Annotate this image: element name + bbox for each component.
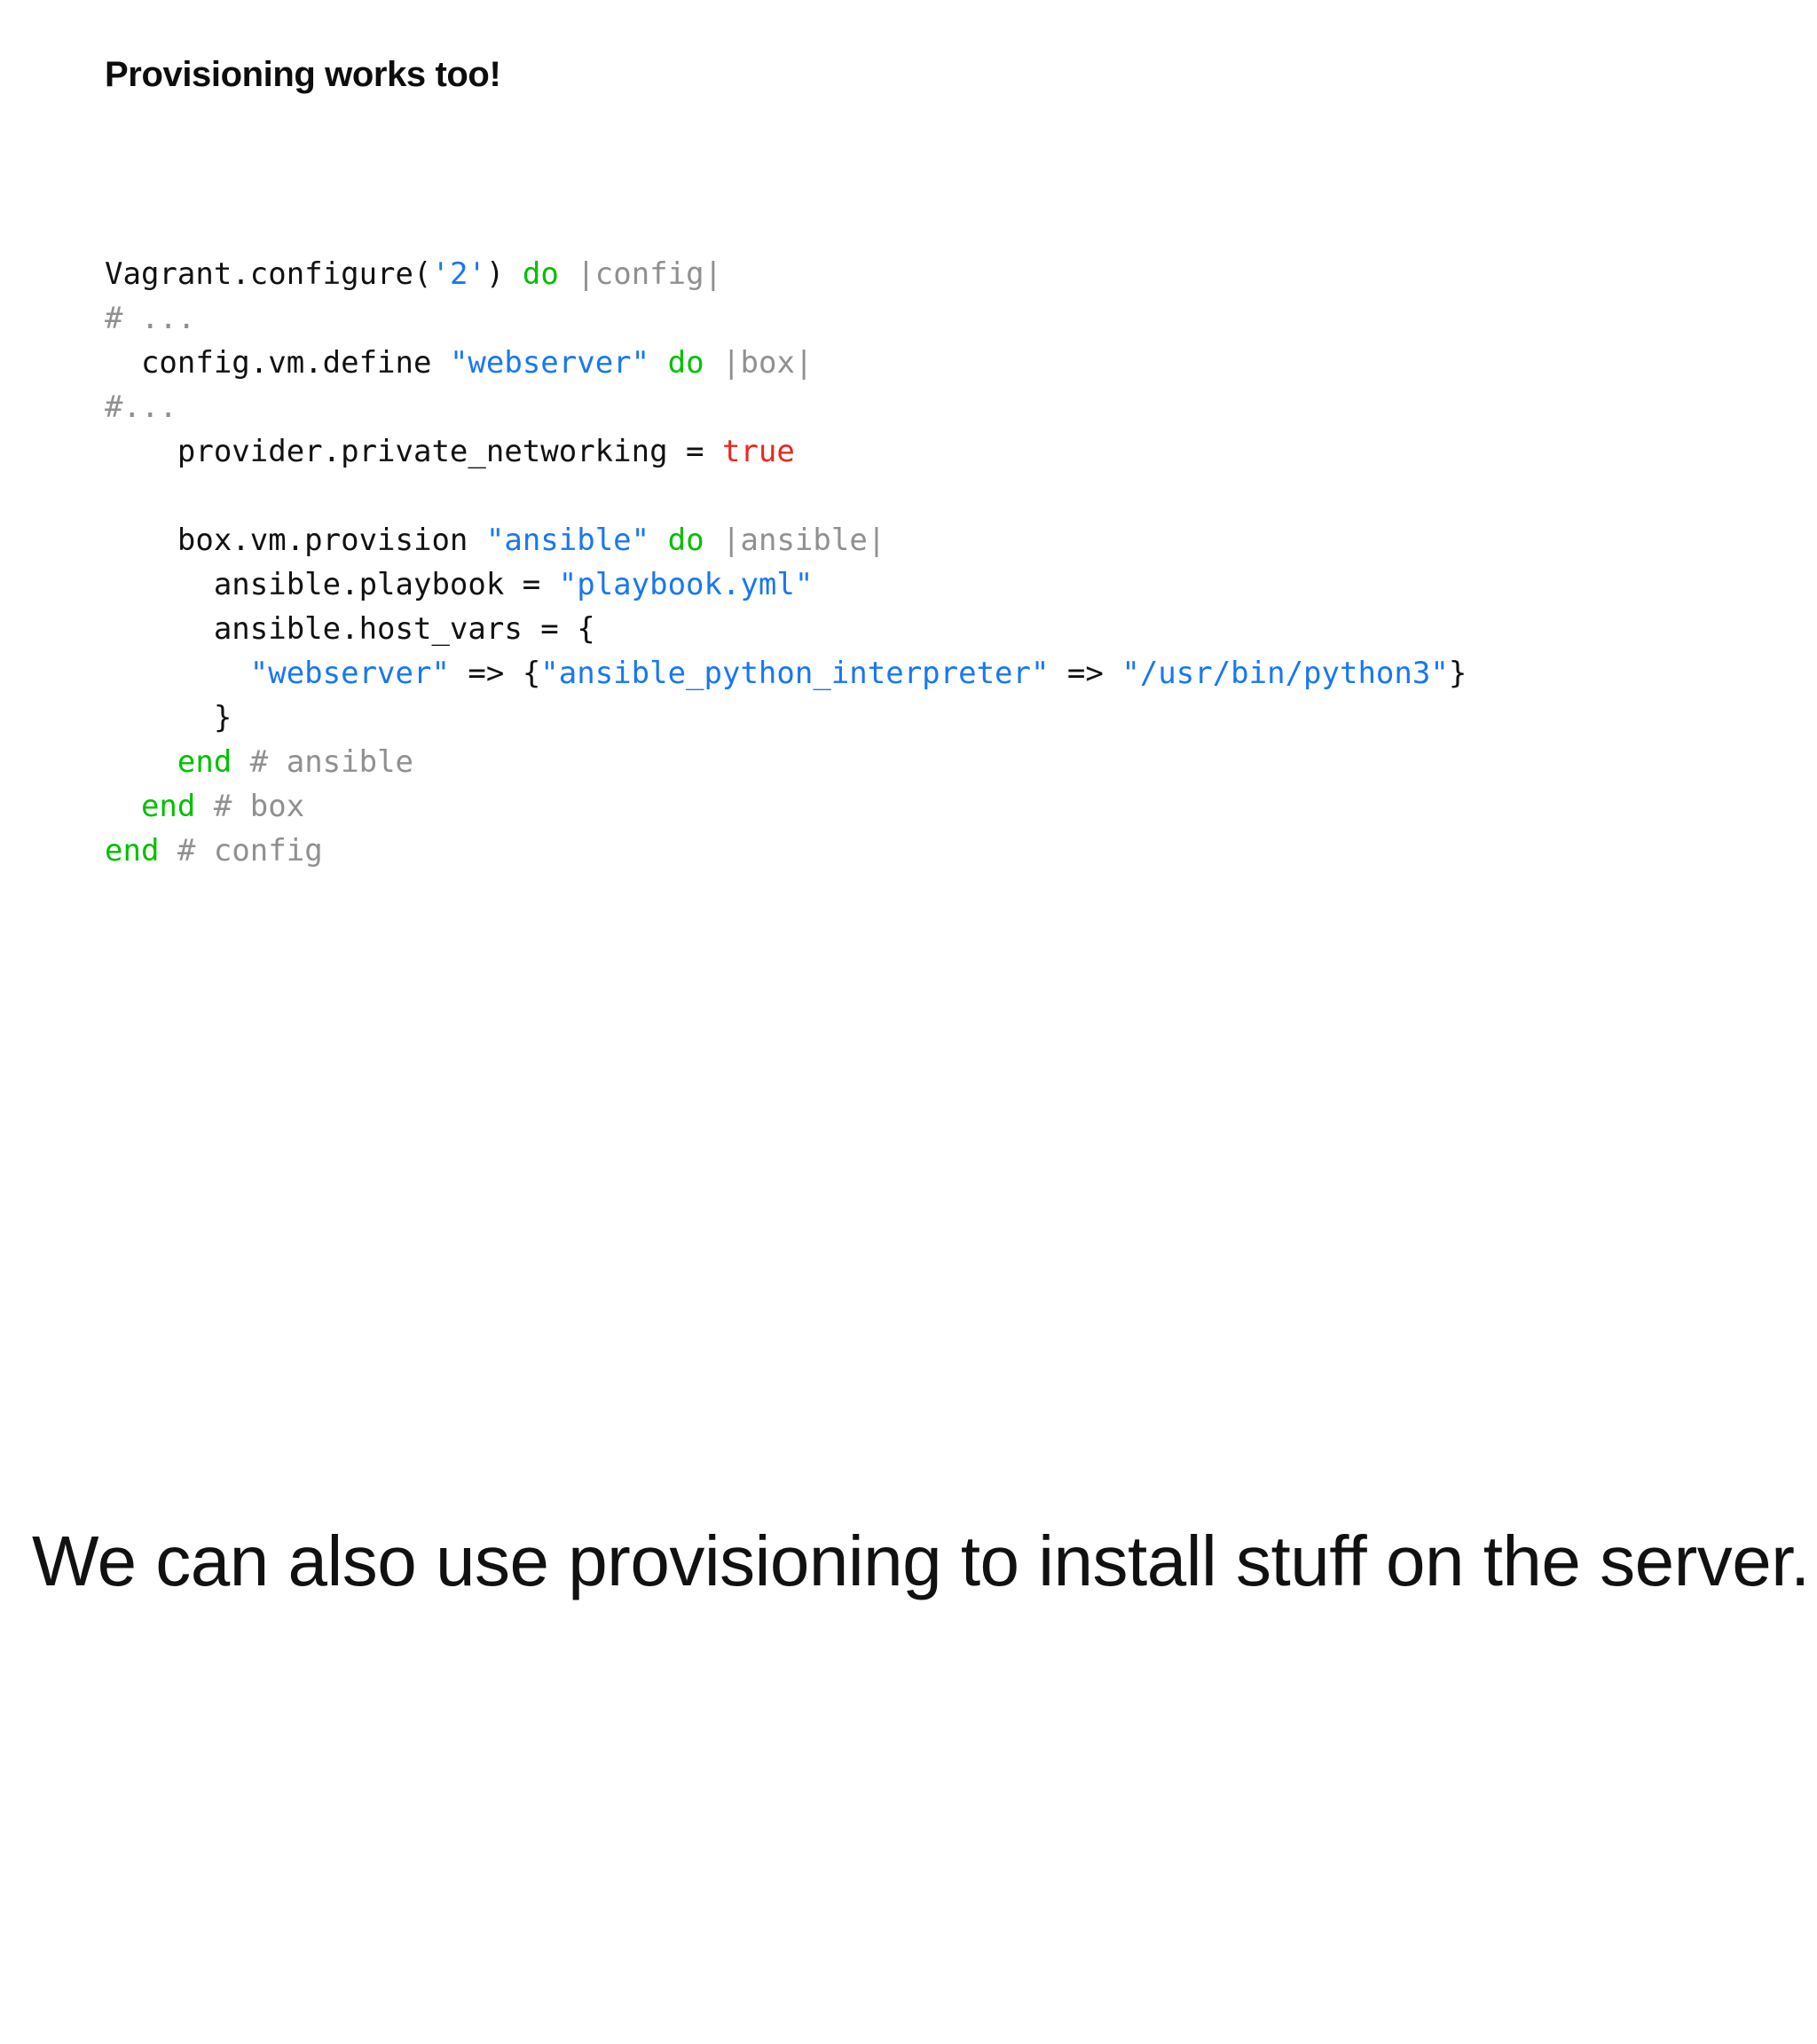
code-token-plain: ansible.host_vars = {: [105, 611, 595, 647]
code-token-string: "webserver": [249, 656, 450, 691]
code-token-plain: }: [1448, 656, 1467, 691]
code-token-block_variable: |ansible|: [722, 523, 886, 558]
code-token-plain: [105, 656, 250, 691]
code-token-plain: => {: [449, 656, 541, 691]
code-token-comment: # box: [213, 789, 305, 824]
code-token-plain: Vagrant.configure(: [105, 256, 432, 292]
code-token-plain: [195, 789, 213, 824]
code-token-plain: [704, 523, 722, 558]
code-token-plain: ): [485, 256, 523, 292]
code-token-plain: [649, 345, 667, 381]
code-line: # ...: [105, 296, 1773, 341]
code-block: Vagrant.configure('2') do |config| # ...…: [105, 252, 1773, 873]
code-line: ansible.host_vars = {: [105, 607, 1773, 651]
slide-caption: We can also use provisioning to install …: [32, 1521, 1810, 1600]
code-token-plain: [704, 345, 722, 381]
code-line: ansible.playbook = "playbook.yml": [105, 562, 1773, 607]
code-token-keyword: do: [522, 256, 559, 292]
code-token-plain: ansible.playbook =: [105, 567, 559, 602]
code-token-string: "ansible": [485, 523, 650, 558]
code-token-constant: true: [721, 434, 795, 469]
code-token-plain: [105, 789, 141, 824]
code-token-comment: # ...: [105, 301, 196, 336]
code-token-plain: config.vm.define: [105, 345, 450, 381]
code-token-block_variable: |box|: [722, 345, 814, 381]
code-line: [105, 474, 1773, 518]
code-token-string: '2': [431, 256, 486, 292]
code-line: }: [105, 696, 1773, 740]
code-token-comment: # config: [177, 833, 323, 869]
code-token-plain: }: [105, 700, 232, 735]
code-token-string: "webserver": [449, 345, 650, 381]
code-token-keyword: end: [140, 789, 196, 824]
code-token-plain: [559, 256, 577, 292]
code-line: end # config: [105, 829, 1773, 873]
code-token-string: "/usr/bin/python3": [1121, 656, 1449, 691]
code-token-keyword: do: [667, 523, 704, 558]
code-line: "webserver" => {"ansible_python_interpre…: [105, 651, 1773, 696]
code-token-keyword: end: [177, 744, 232, 780]
code-line: box.vm.provision "ansible" do |ansible|: [105, 518, 1773, 562]
code-line: provider.private_networking = true: [105, 429, 1773, 474]
code-token-comment: #...: [105, 389, 177, 425]
code-line: Vagrant.configure('2') do |config|: [105, 252, 1773, 296]
code-line: end # box: [105, 784, 1773, 829]
code-token-keyword: end: [105, 833, 160, 869]
code-token-string: "ansible_python_interpreter": [540, 656, 1050, 691]
code-token-plain: box.vm.provision: [105, 523, 486, 558]
code-token-plain: =>: [1049, 656, 1122, 691]
code-token-comment: # ansible: [249, 744, 414, 780]
code-token-keyword: do: [667, 345, 704, 381]
code-token-plain: [105, 744, 177, 780]
page-title: Provisioning works too!: [105, 55, 501, 94]
code-token-plain: [159, 833, 177, 869]
code-line: config.vm.define "webserver" do |box|: [105, 341, 1773, 385]
code-token-block_variable: |config|: [577, 256, 723, 292]
code-line: #...: [105, 385, 1773, 429]
code-token-plain: [232, 744, 249, 780]
code-token-plain: provider.private_networking =: [105, 434, 722, 469]
code-line: end # ansible: [105, 740, 1773, 784]
code-token-plain: [649, 523, 667, 558]
code-token-string: "playbook.yml": [558, 567, 814, 602]
